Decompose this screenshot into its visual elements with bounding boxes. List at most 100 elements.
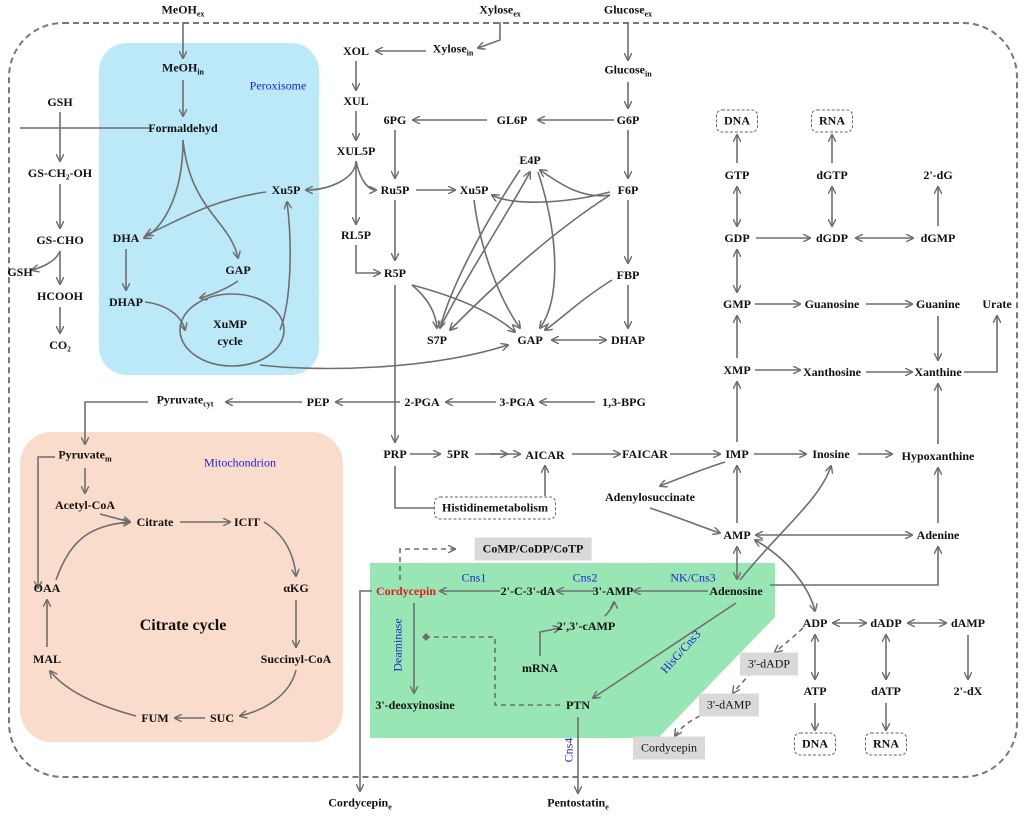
3-damp-box: 3'-dAMP bbox=[698, 693, 760, 717]
rl5p: RL5P bbox=[341, 228, 371, 242]
arrow-rl5p-to-r5p bbox=[355, 245, 380, 273]
pyruvate-cyt: Pyruvatecyt bbox=[156, 392, 214, 409]
dhap-cytosol: DHAP bbox=[611, 333, 645, 347]
succinyl-coa: Succinyl-CoA bbox=[260, 652, 332, 666]
atp: ATP bbox=[803, 684, 827, 698]
arrow-pyruvate-to-mito bbox=[85, 401, 148, 444]
dna-box-bottom: DNA bbox=[794, 732, 836, 756]
dashed-arrow-adp-to-3dadp bbox=[775, 627, 804, 652]
cell-membrane bbox=[8, 22, 1018, 778]
ru5p: Ru5P bbox=[380, 183, 410, 197]
arrow-xul5p-to-ru5p bbox=[355, 160, 376, 190]
hypoxanthine: Hypoxanthine bbox=[901, 449, 975, 463]
2-dx: 2'-dX bbox=[953, 684, 983, 698]
5pr: 5PR bbox=[447, 447, 469, 461]
faicar: FAICAR bbox=[622, 447, 668, 461]
g6p: G6P bbox=[616, 113, 640, 127]
comp-codp-cotp-box: CoMP/CoDP/CoTP bbox=[474, 537, 592, 561]
dna-box-top: DNA bbox=[716, 109, 758, 133]
arrow-adenosine-to-adenine bbox=[770, 547, 938, 586]
gtp: GTP bbox=[724, 168, 750, 182]
rna-box-bottom: RNA bbox=[865, 732, 907, 756]
pentostatin-e: Pentostatine bbox=[547, 795, 609, 812]
arrow-fbp-to-gap bbox=[545, 279, 613, 330]
suc: SUC bbox=[209, 711, 235, 725]
aicar: AICAR bbox=[525, 448, 565, 462]
arrow-mrna-to-camp bbox=[539, 628, 560, 656]
dashed-arrow-cordycepin-to-comp-box bbox=[399, 549, 455, 580]
arrow-dhap-to-cycle bbox=[144, 301, 185, 330]
arrow-adenosine-to-ptn bbox=[593, 602, 737, 698]
arrow-xu5p-to-gap bbox=[473, 199, 520, 328]
arrow-amp-adp bbox=[755, 540, 815, 611]
citrate-cycle-label: Citrate cycle bbox=[139, 617, 227, 634]
inosine: Inosine bbox=[812, 447, 850, 461]
fbp: FBP bbox=[616, 268, 640, 282]
arrow-e4p-to-s7p bbox=[440, 169, 521, 328]
dashed-arrow-ptn-inhibits-deaminase bbox=[422, 633, 560, 706]
meoh-ex: MeOHex bbox=[161, 2, 205, 19]
f6p: F6P bbox=[617, 183, 639, 197]
prp: PRP bbox=[383, 447, 407, 461]
amp: AMP bbox=[723, 528, 751, 542]
2-pga: 2-PGA bbox=[404, 395, 440, 409]
cordycepin: Cordycepin bbox=[376, 584, 436, 598]
glucose-ex: Glucoseex bbox=[603, 2, 653, 19]
2-c-3-da: 2'-C-3'-dA bbox=[500, 584, 556, 598]
arrow-e4p-to-gap bbox=[537, 171, 556, 328]
xanthosine: Xanthosine bbox=[802, 365, 862, 379]
arrow-f6p-to-s7p bbox=[450, 194, 611, 330]
xu5p-peroxisome: Xu5P bbox=[271, 183, 301, 197]
oaa: OAA bbox=[33, 581, 61, 595]
xump-cycle-bottom: cycle bbox=[217, 334, 243, 348]
e4p: E4P bbox=[519, 153, 541, 167]
arrow-xul5p-to-xu5p-peroxisome bbox=[306, 160, 357, 190]
arrow-formaldehyde-to-dha bbox=[144, 139, 184, 238]
cns2-label: Cns2 bbox=[572, 570, 598, 585]
arrow-formaldehyde-to-gap bbox=[182, 139, 238, 258]
arrow-gs-cho-gsh bbox=[32, 250, 61, 270]
arrow-f6p-to-xu5p bbox=[492, 191, 611, 203]
arrow-camp-to-3amp bbox=[604, 602, 614, 617]
datp: dATP bbox=[871, 684, 901, 698]
gsh: GSH bbox=[47, 95, 73, 109]
cordycepin-e: Cordycepine bbox=[328, 795, 392, 812]
adenylosuccinate: Adenylosuccinate bbox=[605, 490, 695, 504]
adp: ADP bbox=[802, 616, 828, 630]
cordycepin-gray-box: Cordycepin bbox=[633, 736, 705, 760]
dadp: dADP bbox=[870, 616, 902, 630]
arrow-pyruvate-m-to-oaa bbox=[38, 456, 55, 588]
rna-box-top: RNA bbox=[811, 109, 853, 133]
xylose-in: Xylosein bbox=[432, 41, 474, 58]
adenine: Adenine bbox=[916, 528, 960, 542]
peroxisome-label: Peroxisome bbox=[249, 78, 307, 93]
guanosine: Guanosine bbox=[804, 297, 860, 311]
adenosine: Adenosine bbox=[709, 584, 763, 598]
gl6p: GL6P bbox=[496, 113, 528, 127]
ptn: PTN bbox=[566, 698, 590, 712]
2-dg: 2'-dG bbox=[923, 168, 953, 182]
dgtp: dGTP bbox=[816, 168, 848, 182]
s7p: S7P bbox=[426, 333, 448, 347]
arrow-r5p-gap bbox=[411, 284, 515, 332]
gmp: GMP bbox=[723, 297, 751, 311]
nk-cns3-label: NK/Cns3 bbox=[670, 570, 716, 585]
meoh-in: MeOHin bbox=[162, 60, 204, 77]
gap-cytosol: GAP bbox=[517, 333, 543, 347]
dhap-peroxisome: DHAP bbox=[109, 295, 143, 309]
3-amp: 3'-AMP bbox=[592, 584, 634, 598]
gs-ch2-oh: GS-CH₂-OH bbox=[27, 166, 93, 180]
r5p: R5P bbox=[384, 266, 406, 280]
xmp: XMP bbox=[723, 363, 751, 377]
glucose-in: Glucosein bbox=[604, 62, 652, 79]
arrow-cycle-to-gap-cytosol bbox=[259, 345, 508, 370]
xump-cycle-top: XuMP bbox=[213, 317, 247, 331]
pyruvate-m: Pyruvatem bbox=[58, 447, 112, 464]
xylose-ex: Xyloseex bbox=[479, 2, 521, 19]
arrow-f6p-to-e4p bbox=[540, 170, 611, 197]
formaldehyde: Formaldehyd bbox=[148, 121, 218, 135]
arrow-gap-to-cycle bbox=[200, 280, 239, 298]
mrna: mRNA bbox=[522, 661, 558, 675]
